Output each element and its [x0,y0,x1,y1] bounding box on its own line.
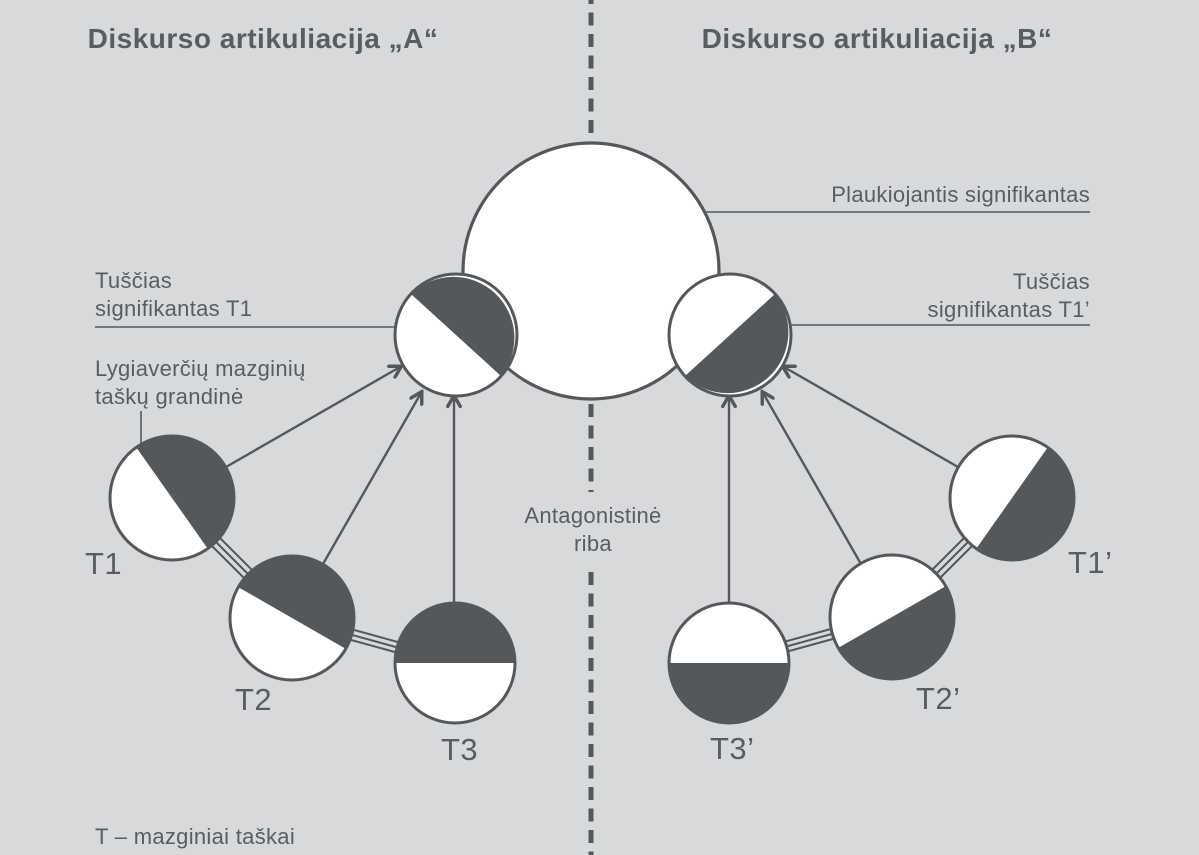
node-label-t3: T3 [441,732,478,767]
node-label-t2: T2 [235,682,272,717]
node-label-t2p: T2’ [916,681,961,716]
node-label-t1: T1 [85,546,122,581]
arrow-t1-to-empty-signifier [225,367,400,469]
node-label-t3p: T3’ [710,731,755,766]
arrow-t2p-to-empty-signifier [763,393,863,565]
floating-signifier-circle [461,141,721,401]
nodal-point-t3-circle [393,601,517,725]
chain-link-t3p-t2p [779,626,841,654]
antagonistic-boundary-label-line2: riba [574,531,612,556]
title-discourse-a: Diskurso artikuliacija „A“ [88,23,439,54]
label-connector-lines [95,211,1090,447]
legend-nodal-points: T – mazginiai taškai [95,824,295,849]
nodal-point-t1p-circle [948,434,1076,562]
chain-label-line2: taškų grandinė [95,384,244,409]
arrow-t2-to-empty-signifier [321,393,421,565]
floating-signifier-label: Plaukiojantis signifikantas [831,182,1090,207]
chain-label-line1: Lygiaverčių mazginių [95,356,306,381]
nodal-point-t3p-circle [667,601,791,725]
empty-signifier-left-label-line1: Tuščias [95,268,172,293]
empty-signifier-right-label-line2: signifikantas T1’ [928,297,1090,322]
nodal-point-t2-circle [228,554,356,682]
chain-link-t1-t2 [206,532,258,584]
nodal-point-t1-circle [108,434,236,562]
chain-links [206,531,979,655]
title-discourse-b: Diskurso artikuliacija „B“ [702,23,1053,54]
antagonistic-boundary-label-line1: Antagonistinė [524,503,661,528]
arrow-t1p-to-empty-signifier [784,367,959,469]
node-label-t1p: T1’ [1068,545,1113,580]
empty-signifier-left-label-line2: signifikantas T1 [95,296,252,321]
chain-link-t2-t3 [343,627,406,655]
empty-signifier-right-label-line1: Tuščias [1013,269,1090,294]
chain-link-t2p-t1p [927,531,979,583]
nodal-point-t2p-circle [828,553,956,681]
empty-signifier-right-circle [667,272,793,398]
empty-signifier-left-circle [393,272,519,398]
equivalence-arrows [225,367,959,603]
